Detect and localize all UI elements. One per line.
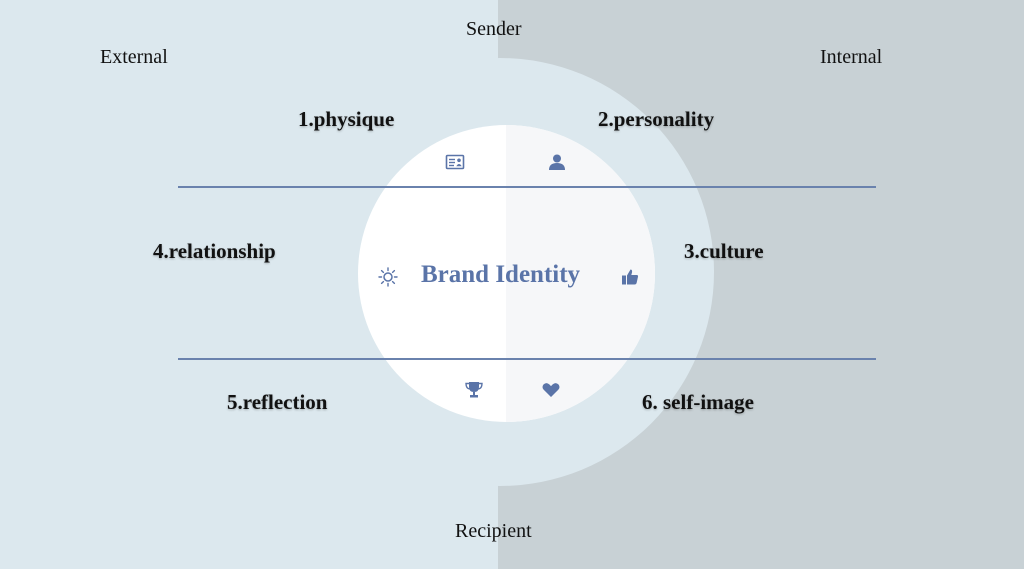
facet-culture: 3.culture [684,239,764,263]
lower-divider [178,358,876,360]
facet-physique: 1.physique [298,107,395,131]
upper-divider [178,186,876,188]
facet-relationship: 4.relationship [153,239,276,263]
center-title: Brand Identity [421,261,581,288]
internal-label: Internal [820,46,883,68]
sender-label: Sender [466,18,522,40]
sun-icon [378,267,398,287]
facet-reflection: 5.reflection [227,390,328,414]
trophy-icon [464,380,484,400]
inner-circle [358,125,655,422]
external-label: External [100,46,168,68]
id-card-icon [445,152,465,172]
facet-self-image: 6. self-image [642,390,754,414]
facet-personality: 2.personality [598,107,715,131]
heart-icon [541,380,561,400]
recipient-label: Recipient [455,520,532,542]
user-icon [547,152,567,172]
thumbs-up-icon [620,267,640,287]
